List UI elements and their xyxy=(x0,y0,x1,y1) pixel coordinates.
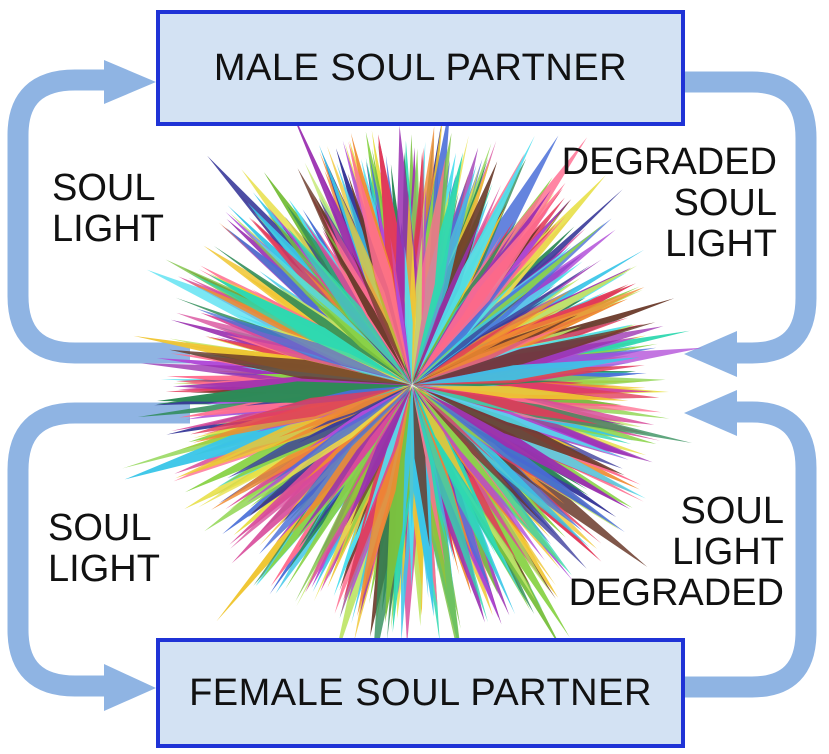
label-line: SOUL xyxy=(569,491,784,532)
label-line: LIGHT xyxy=(48,549,160,590)
label-line: DEGRADED xyxy=(562,142,777,183)
label-soul-light-bottom-left: SOUL LIGHT xyxy=(48,508,160,590)
label-soul-light-degraded-bottom-right: SOUL LIGHT DEGRADED xyxy=(569,491,784,614)
label-line: SOUL xyxy=(48,508,160,549)
label-line: LIGHT xyxy=(569,532,784,573)
label-degraded-soul-light-top-right: DEGRADED SOUL LIGHT xyxy=(562,142,777,265)
label-soul-light-top-left: SOUL LIGHT xyxy=(52,168,164,250)
label-line: SOUL xyxy=(52,168,164,209)
male-soul-partner-label: MALE SOUL PARTNER xyxy=(214,47,627,90)
label-line: LIGHT xyxy=(562,224,777,265)
female-soul-partner-label: FEMALE SOUL PARTNER xyxy=(189,672,652,715)
male-soul-partner-box: MALE SOUL PARTNER xyxy=(156,10,685,126)
label-line: DEGRADED xyxy=(569,573,784,614)
label-line: SOUL xyxy=(562,183,777,224)
label-line: LIGHT xyxy=(52,209,164,250)
female-soul-partner-box: FEMALE SOUL PARTNER xyxy=(156,638,685,748)
